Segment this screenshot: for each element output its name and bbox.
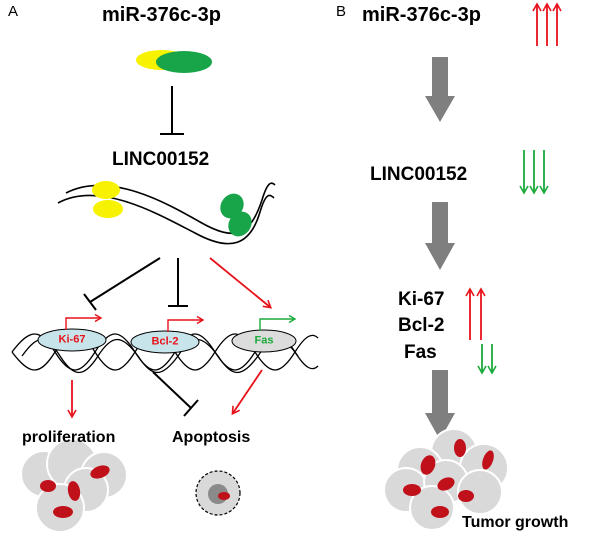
panel-a-mirna-label: miR-376c-3p — [102, 4, 221, 26]
tumor-growth-label: Tumor growth — [462, 514, 569, 531]
fas-down-arrows — [477, 344, 497, 375]
apoptosis-label: Apoptosis — [172, 429, 251, 446]
fas-to-apoptosis-arrow — [231, 369, 263, 416]
flow-arrow-2 — [425, 202, 455, 270]
lncrna-promotes-fas — [209, 257, 273, 309]
lncrna-strands — [57, 182, 276, 245]
lncrna-down-arrows — [519, 150, 549, 195]
panel-b-bcl2-label: Bcl-2 — [398, 315, 445, 336]
fas-gene-oval — [231, 329, 297, 353]
flow-arrow-3 — [425, 370, 455, 440]
ki67-bcl2-up-arrows — [465, 287, 486, 340]
bcl2-inhibits-apoptosis — [152, 371, 199, 417]
bcl2-gene-label: Bcl-2 — [151, 335, 179, 348]
panel-a-letter: A — [8, 3, 19, 20]
panel-a-lncrna-label: LINC00152 — [112, 149, 210, 170]
lncrna-binding-sites — [92, 181, 252, 237]
flow-arrow-1 — [425, 57, 455, 122]
panel-b-ki67-label: Ki-67 — [398, 289, 445, 310]
mirna-symbol — [136, 50, 212, 73]
fas-tss-arrow — [259, 314, 297, 331]
panel-b-fas-label: Fas — [404, 342, 437, 363]
panel-b-mirna-label: miR-376c-3p — [362, 4, 481, 26]
apoptotic-cell — [195, 470, 241, 516]
fas-gene-label: Fas — [254, 334, 274, 347]
mirna-inhibits-lncrna — [160, 86, 184, 135]
ki67-gene-label: Ki-67 — [58, 333, 86, 346]
lncrna-inhibits-ki67 — [83, 257, 161, 311]
proliferating-cells — [20, 438, 128, 533]
panel-b-letter: B — [336, 3, 347, 20]
bcl2-gene-oval — [130, 330, 200, 354]
panel-b-lncrna-label: LINC00152 — [370, 164, 468, 185]
mirna-up-arrows — [532, 2, 562, 46]
proliferation-label: proliferation — [22, 429, 116, 446]
lncrna-inhibits-bcl2 — [168, 258, 188, 307]
ki67-gene-oval — [37, 328, 107, 352]
ki67-tss-arrow — [65, 313, 103, 330]
bcl2-tss-arrow — [167, 315, 205, 332]
tumor-cells — [383, 428, 509, 531]
